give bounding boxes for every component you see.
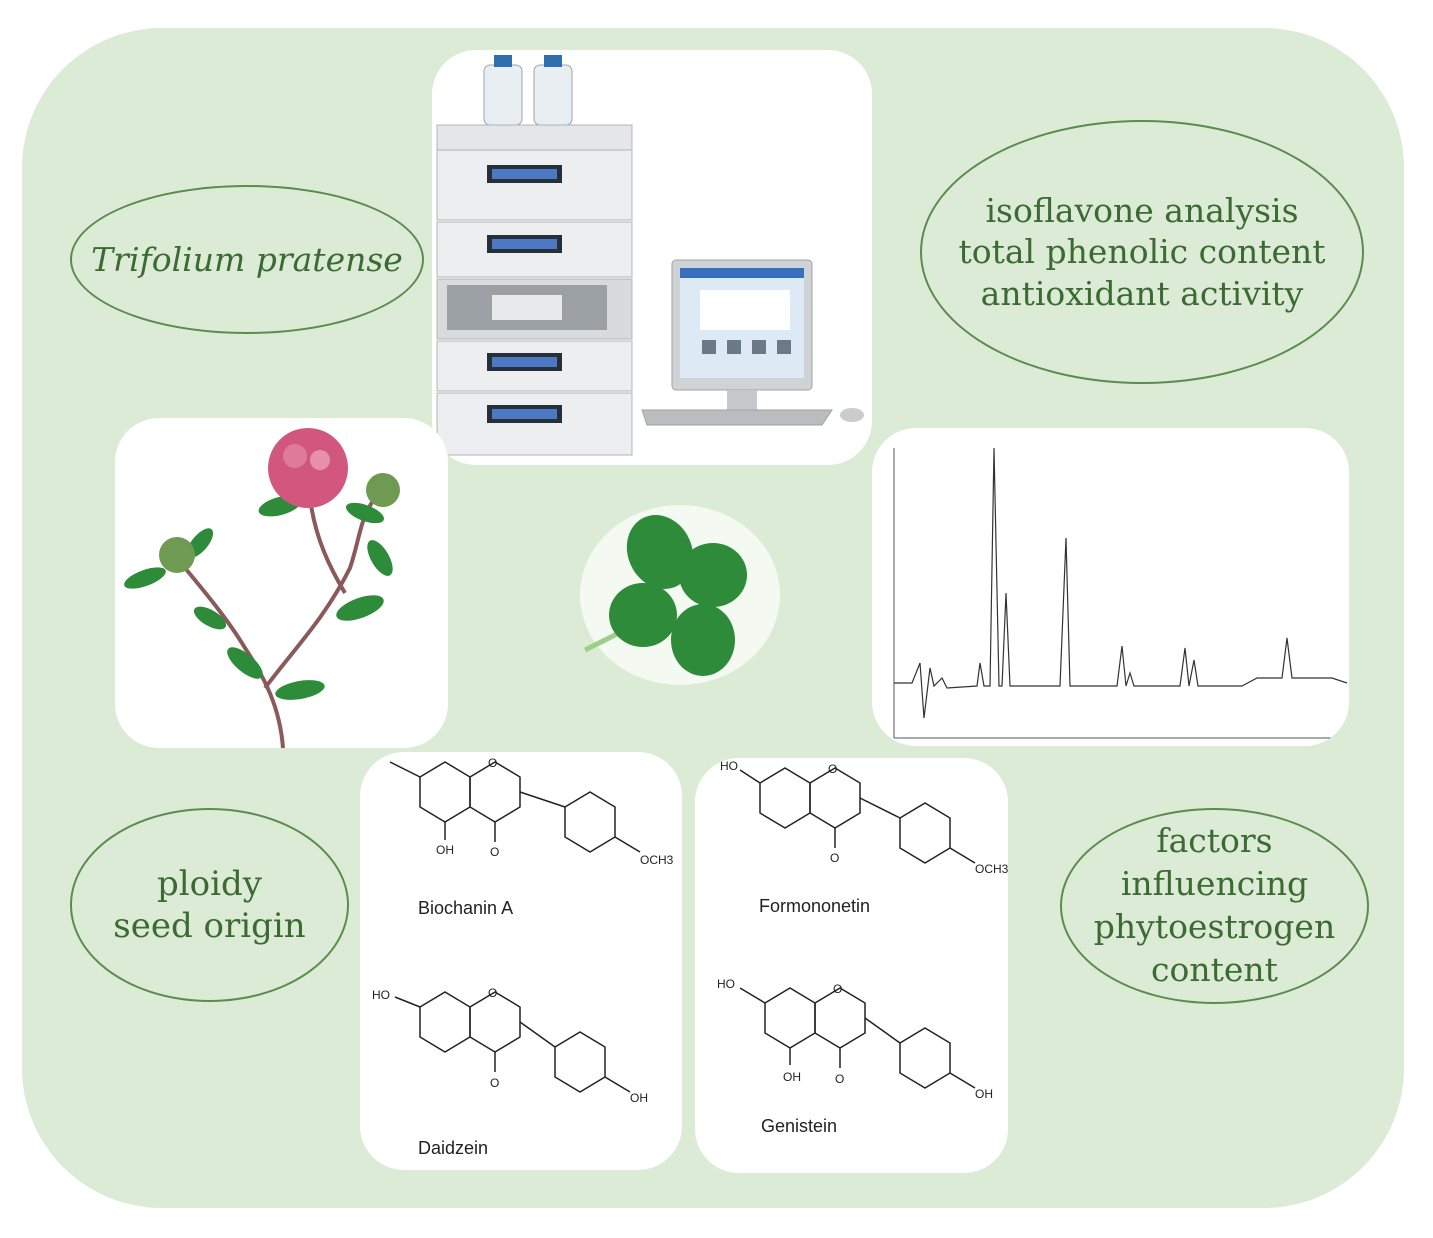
svg-text:OH: OH: [630, 1091, 648, 1105]
svg-text:O: O: [490, 845, 499, 859]
analysis-line-1: isoflavone analysis: [985, 191, 1299, 231]
analysis-ellipse: isoflavone analysis total phenolic conte…: [920, 120, 1364, 384]
factors-line-4: content: [1151, 949, 1278, 989]
compound-label: Formononetin: [759, 896, 871, 916]
formononetin-structure: O O HO OCH3: [720, 759, 1008, 876]
ploidy-line-2: seed origin: [113, 906, 306, 946]
svg-text:HO: HO: [372, 988, 390, 1002]
svg-text:O: O: [488, 986, 497, 1000]
svg-text:OCH3: OCH3: [975, 862, 1008, 876]
svg-text:O: O: [833, 982, 842, 996]
factors-line-1: factors: [1156, 821, 1273, 861]
chromatogram-card: [872, 428, 1349, 746]
chromatogram-icon: [893, 447, 1348, 739]
species-ellipse: Trifolium pratense: [70, 185, 424, 334]
genistein-structure: O O HO OH OH: [717, 977, 993, 1101]
compound-label: Biochanin A: [418, 898, 514, 918]
svg-text:O: O: [488, 756, 497, 770]
compound-label: Daidzein: [418, 1138, 489, 1158]
svg-text:O: O: [830, 851, 839, 865]
clover-plant-card: [115, 418, 448, 748]
svg-text:O: O: [835, 1072, 844, 1086]
analysis-line-2: total phenolic content: [958, 232, 1326, 272]
svg-text:OH: OH: [975, 1087, 993, 1101]
four-leaf-clover-icon: [580, 505, 780, 685]
svg-text:O: O: [828, 762, 837, 776]
ploidy-ellipse: ploidy seed origin: [70, 808, 349, 1002]
factors-ellipse: factors influencing phytoestrogen conten…: [1060, 808, 1369, 1004]
svg-text:HO: HO: [720, 759, 738, 773]
ploidy-line-1: ploidy: [157, 863, 262, 904]
svg-text:OCH3: OCH3: [640, 853, 674, 867]
daidzein-structure: O O HO OH: [372, 986, 648, 1105]
svg-text:O: O: [490, 1076, 499, 1090]
svg-text:OH: OH: [783, 1070, 801, 1084]
species-name: Trifolium pratense: [91, 239, 403, 279]
structures-card-left: O O OH OCH3 Biochanin A O O HO OH Daidze…: [360, 752, 682, 1170]
hplc-instrument-card: [432, 50, 872, 465]
computer-monitor-icon: [641, 259, 864, 426]
factors-line-3: phytoestrogen: [1093, 907, 1336, 946]
svg-text:HO: HO: [717, 977, 735, 991]
biochanin-a-structure: O O OH OCH3: [389, 756, 674, 867]
factors-line-2: influencing: [1120, 864, 1309, 904]
clover-plant-icon: [124, 428, 400, 748]
svg-text:OH: OH: [436, 843, 454, 857]
hplc-instrument-icon: [436, 55, 864, 456]
analysis-line-3: antioxidant activity: [980, 273, 1304, 313]
compound-label: Genistein: [761, 1116, 838, 1136]
structures-card-right: O O HO OCH3 Formononetin O O HO OH OH Ge…: [695, 758, 1008, 1173]
